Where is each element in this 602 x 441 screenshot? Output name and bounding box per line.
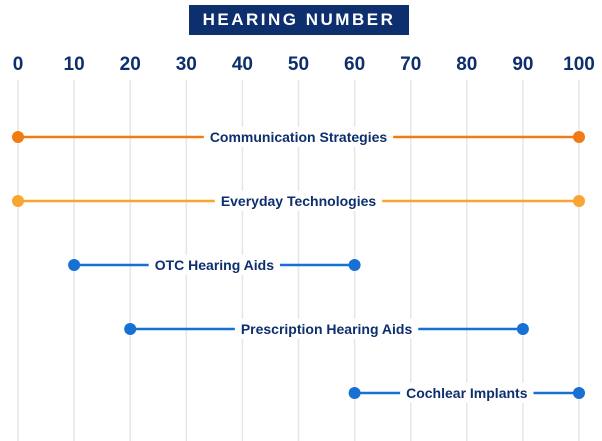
x-tick-label: 70 [400, 54, 421, 75]
label-background [203, 127, 394, 147]
x-tick-label: 60 [344, 54, 365, 75]
range-start-dot [348, 387, 361, 399]
x-tick-label: 30 [176, 54, 197, 75]
x-tick-label: 90 [512, 54, 533, 75]
range-end-dot [573, 131, 585, 143]
range-end-dot [573, 387, 585, 399]
range-label: Prescription Hearing Aids [241, 321, 413, 337]
label-background [234, 319, 419, 339]
x-tick-label: 50 [288, 54, 309, 75]
x-tick-label: 80 [456, 54, 477, 75]
range-start-dot [124, 323, 137, 335]
label-background [400, 383, 534, 403]
range-label: Everyday Technologies [221, 193, 377, 209]
range-end-dot [573, 195, 585, 207]
range-label: Cochlear Implants [406, 385, 528, 401]
range-start-dot [68, 259, 81, 271]
x-tick-label: 0 [13, 54, 24, 75]
range-end-dot [348, 259, 361, 271]
chart-title: HEARING NUMBER [189, 5, 409, 35]
label-background [214, 191, 383, 211]
x-tick-label: 10 [64, 54, 85, 75]
x-axis-ticks: 0 10 20 30 40 50 60 70 80 90 100 [13, 54, 595, 75]
range-label: Communication Strategies [210, 129, 388, 145]
range-label: OTC Hearing Aids [155, 257, 274, 273]
x-tick-label: 100 [563, 54, 595, 75]
range-end-dot [516, 323, 529, 335]
range-start-dot [12, 131, 24, 143]
x-tick-label: 40 [232, 54, 253, 75]
range-start-dot [12, 195, 24, 207]
label-background [148, 255, 280, 275]
x-tick-label: 20 [120, 54, 141, 75]
